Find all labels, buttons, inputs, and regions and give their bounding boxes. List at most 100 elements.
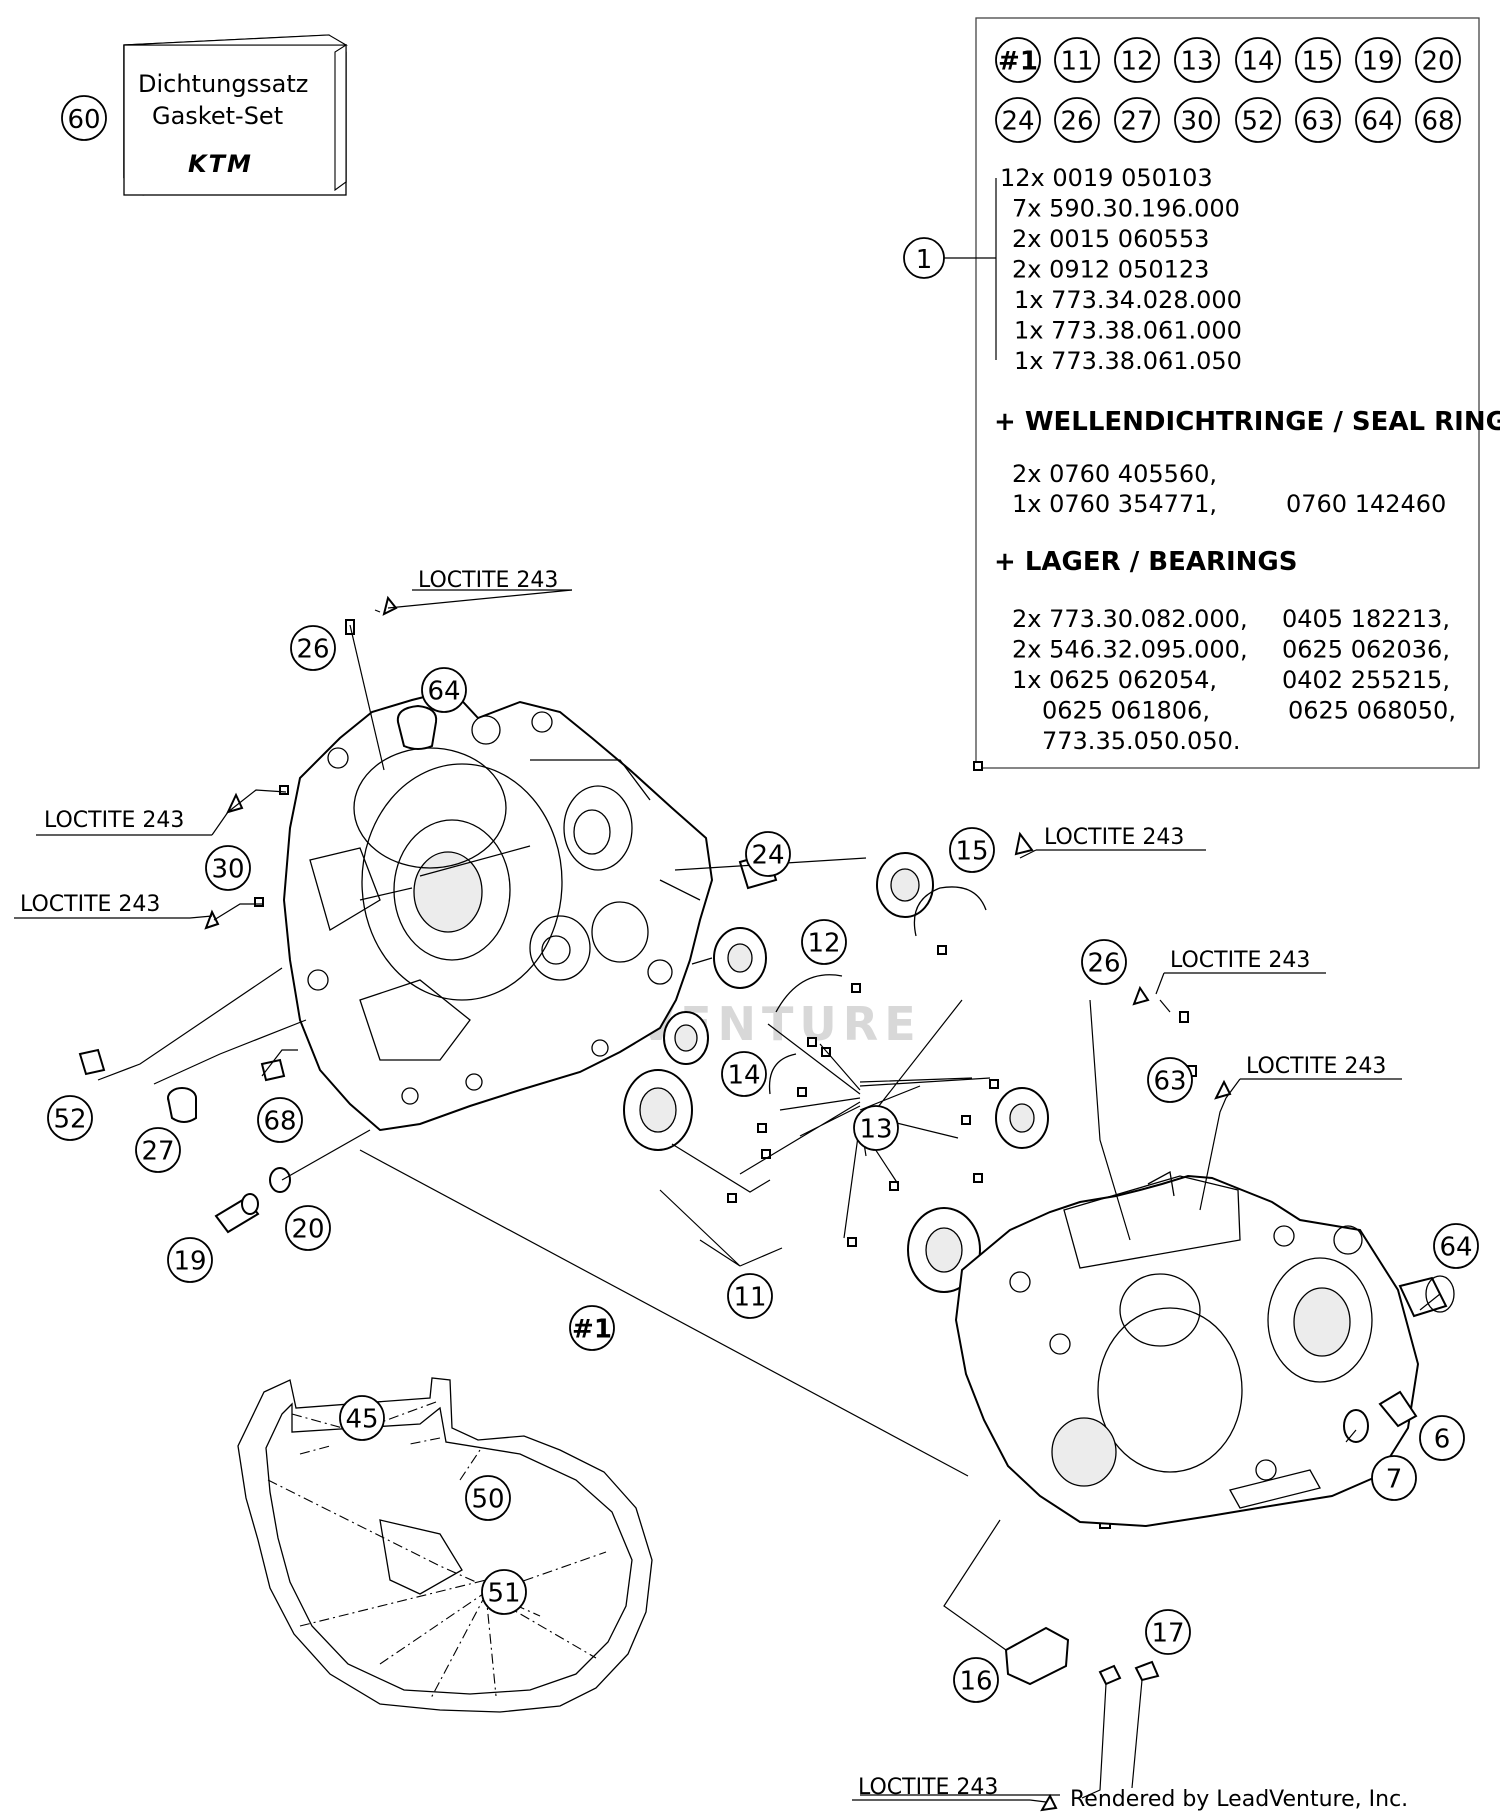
callout-13: 13 <box>853 1105 899 1151</box>
svg-text:26: 26 <box>1060 106 1093 136</box>
part-number-line: 1x 773.34.028.000 <box>1014 286 1242 314</box>
callout-6: 6 <box>1419 1415 1465 1461</box>
svg-text:26: 26 <box>1087 948 1120 978</box>
callout-30: 30 <box>205 845 251 891</box>
screws-17 <box>1098 1660 1160 1686</box>
svg-text:15: 15 <box>1301 46 1334 76</box>
svg-text:50: 50 <box>471 1484 504 1514</box>
svg-text:11: 11 <box>733 1282 766 1312</box>
callout-20: 20 <box>285 1205 331 1251</box>
gasket-outline <box>237 1377 653 1713</box>
part-number-line: 1x 773.38.061.050 <box>1014 347 1242 375</box>
callout-11: 11 <box>727 1273 773 1319</box>
callout-64: 64 <box>421 667 467 713</box>
callout-24: 24 <box>745 831 791 877</box>
gasket-set-line2: Gasket-Set <box>152 102 283 130</box>
svg-text:27: 27 <box>1120 106 1153 136</box>
gasket-set-line1: Dichtungssatz <box>138 70 308 98</box>
callout-12: 12 <box>801 919 847 965</box>
callout-50: 50 <box>465 1475 511 1521</box>
bearing-item: 2x 773.30.082.000, <box>1012 605 1248 633</box>
part-number-line: 7x 590.30.196.000 <box>1012 195 1240 223</box>
plug-19 <box>214 1193 260 1234</box>
svg-text:11: 11 <box>1060 46 1093 76</box>
bushing-64-left <box>396 704 438 750</box>
callout-19: 19 <box>167 1237 213 1283</box>
svg-text:13: 13 <box>1180 46 1213 76</box>
bearing-4 <box>876 852 934 918</box>
bearing-lines: 2x 773.30.082.000,0405 182213,2x 546.32.… <box>1012 605 1456 755</box>
part-number-line: 2x 0015 060553 <box>1012 225 1209 253</box>
svg-text:24: 24 <box>1001 106 1034 136</box>
loctite-label: LOCTITE 243 <box>44 808 184 833</box>
callout-row-2: 24 26 27 30 52 63 64 68 <box>995 97 1461 143</box>
left-crankcase-half <box>282 688 714 1132</box>
svg-text:45: 45 <box>345 1404 378 1434</box>
svg-text:51: 51 <box>487 1578 520 1608</box>
box-callout-63: 63 <box>1295 97 1341 143</box>
seal-ring-item: 1x 0760 354771, <box>1012 490 1217 518</box>
bearing-3 <box>713 927 767 989</box>
box-callout-30: 30 <box>1174 97 1220 143</box>
washer-20 <box>269 1167 291 1193</box>
svg-text:30: 30 <box>211 854 244 884</box>
bearings-heading: + LAGER / BEARINGS <box>994 547 1297 577</box>
box-callout-64: 64 <box>1355 97 1401 143</box>
ktm-logo: KTM <box>188 150 253 178</box>
dowel-27 <box>167 1087 197 1123</box>
footer-text: Rendered by LeadVenture, Inc. <box>1070 1787 1408 1812</box>
svg-text:12: 12 <box>1120 46 1153 76</box>
svg-text:17: 17 <box>1151 1618 1184 1648</box>
seal-ring-heading: + WELLENDICHTRINGE / SEAL RING <box>994 407 1500 437</box>
bearing-item: 0625 062036, <box>1282 636 1450 664</box>
right-crankcase-half <box>954 1170 1420 1528</box>
svg-text:1: 1 <box>916 245 933 275</box>
box-callout-52: 52 <box>1235 97 1281 143</box>
dowel-68 <box>260 1058 286 1082</box>
svg-text:19: 19 <box>1361 46 1394 76</box>
svg-text:52: 52 <box>53 1104 86 1134</box>
bearing-5 <box>995 1087 1049 1149</box>
callout-26: 26 <box>290 625 336 671</box>
box-callout-68: 68 <box>1415 97 1461 143</box>
sensor-6 <box>1378 1390 1418 1428</box>
callout-26: 26 <box>1081 939 1127 985</box>
leader-lines <box>97 609 1441 1799</box>
svg-text:64: 64 <box>1361 106 1394 136</box>
svg-text:7: 7 <box>1386 1464 1403 1494</box>
callout-45: 45 <box>339 1395 385 1441</box>
part-number-line: 12x 0019 050103 <box>1000 164 1213 192</box>
box-callout-12: 12 <box>1114 37 1160 83</box>
snap-ring-15 <box>913 886 987 937</box>
svg-text:68: 68 <box>263 1106 296 1136</box>
svg-text:14: 14 <box>1241 46 1274 76</box>
gasket-set-box: Dichtungssatz Gasket-Set KTM <box>123 34 349 196</box>
callout-1: 1 <box>903 178 997 360</box>
svg-text:64: 64 <box>1439 1232 1472 1262</box>
part-number-line: 1x 773.38.061.000 <box>1014 317 1242 345</box>
cover-16 <box>1004 1626 1070 1686</box>
loctite-label: LOCTITE 243 <box>1044 825 1184 850</box>
callout-7: 7 <box>1371 1455 1417 1501</box>
svg-text:13: 13 <box>859 1114 892 1144</box>
svg-text:63: 63 <box>1153 1066 1186 1096</box>
bushing-64-right <box>1398 1275 1455 1318</box>
box-callout-11: 11 <box>1054 37 1100 83</box>
loctite-label: LOCTITE 243 <box>1170 948 1310 973</box>
bearing-item: 0402 255215, <box>1282 666 1450 694</box>
box-callout-24: 24 <box>995 97 1041 143</box>
callout-17: 17 <box>1145 1609 1191 1655</box>
box-callout-14: 14 <box>1235 37 1281 83</box>
bearing-large-1 <box>623 1069 693 1151</box>
snap-ring-14 <box>768 1053 797 1095</box>
callout-27: 27 <box>135 1127 181 1173</box>
seal-ring-item: 0760 142460 <box>1286 490 1446 518</box>
svg-text:60: 60 <box>67 105 100 135</box>
callout-52: 52 <box>47 1095 93 1141</box>
bearing-item: 2x 546.32.095.000, <box>1012 636 1248 664</box>
seal-ring-lines: 2x 0760 405560,1x 0760 354771,0760 14246… <box>1012 460 1446 518</box>
callout-60: 60 <box>61 95 107 141</box>
